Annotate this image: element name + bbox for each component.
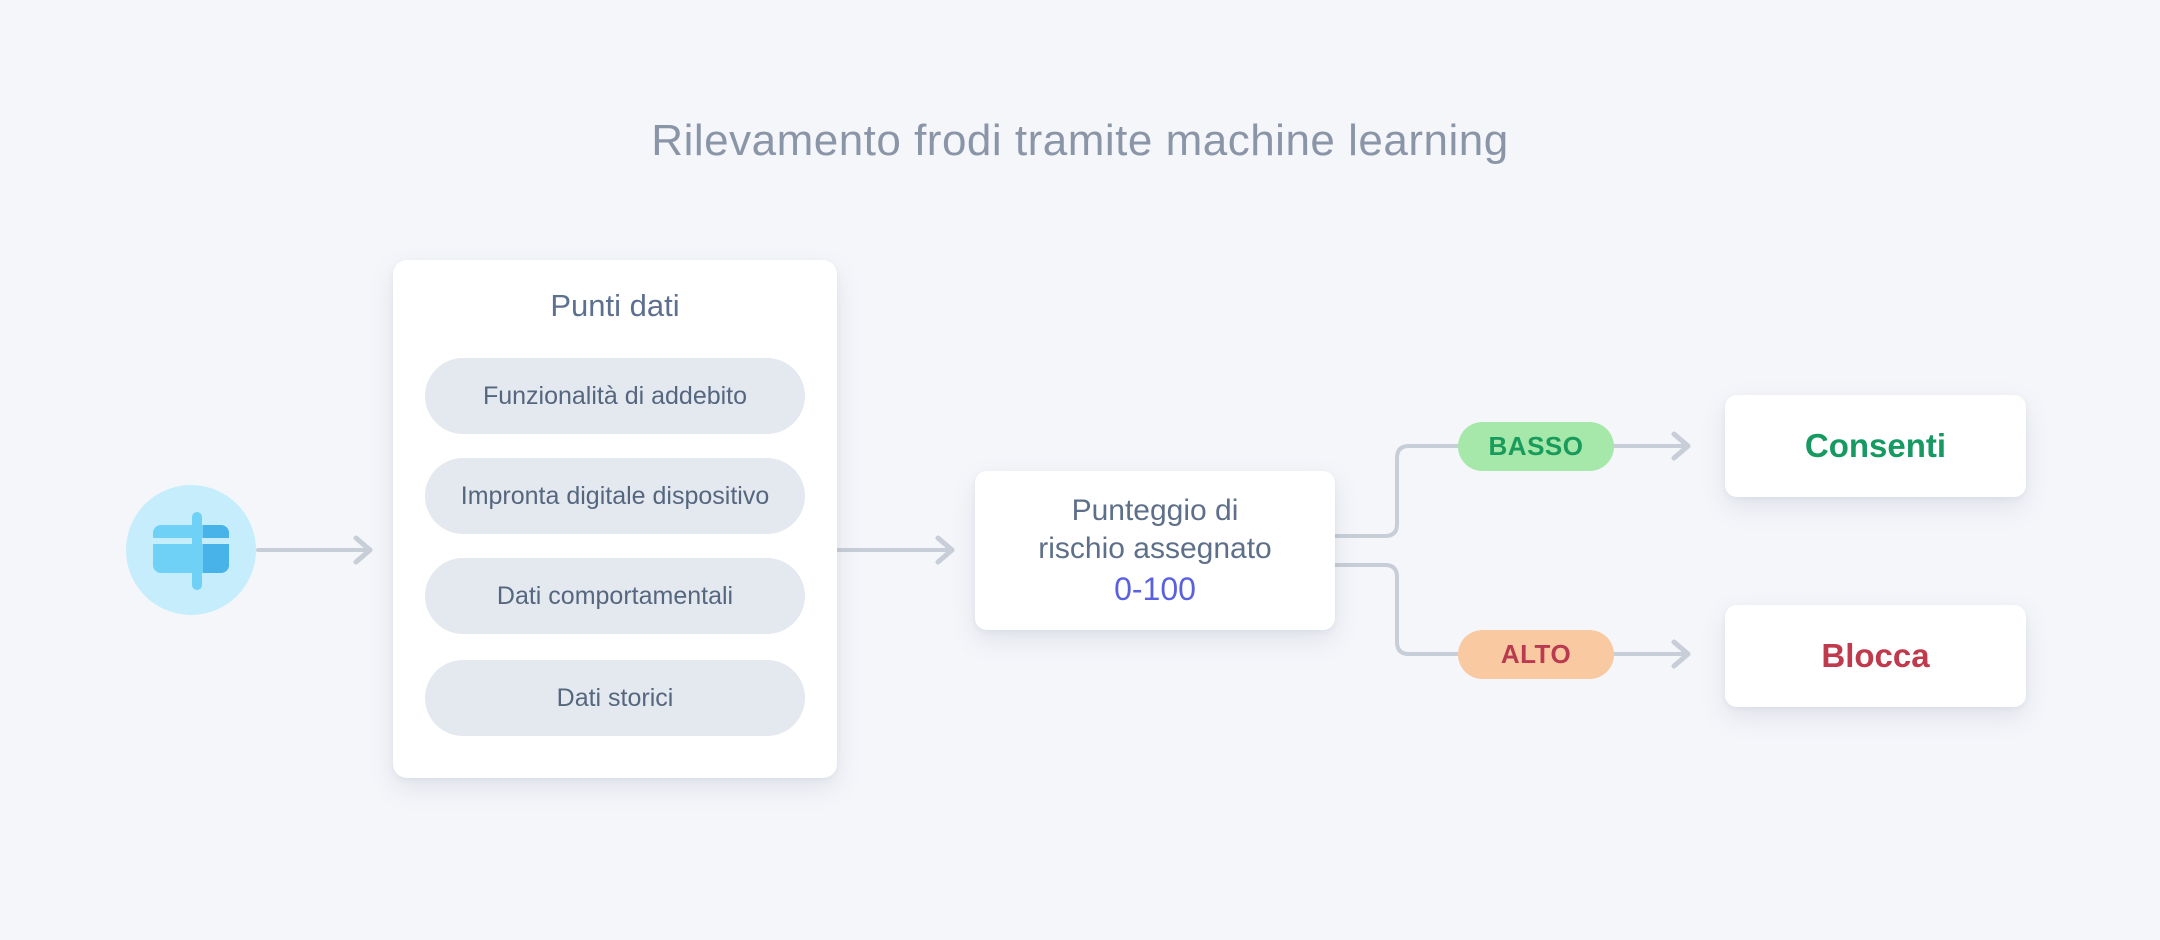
risk-score-range: 0-100 (1114, 570, 1196, 607)
risk-score-label-line2: rischio assegnato (1038, 531, 1272, 565)
arrowhead-low-to-allow (1671, 431, 1691, 461)
arrowhead-high-to-block (1671, 639, 1691, 669)
high-risk-pill: ALTO (1458, 630, 1614, 679)
risk-score-label-line1: Punteggio di (1071, 493, 1239, 527)
datapoint-pill-historical-data: Dati storici (425, 660, 805, 736)
credit-card-icon-stripe (152, 538, 230, 544)
block-result-card: Blocca (1725, 605, 2026, 707)
datapoints-card: Punti dati Funzionalità di addebito Impr… (393, 260, 837, 778)
risk-score-card: Punteggio di rischio assegnato 0-100 (975, 471, 1335, 630)
branch-line-high (1333, 563, 1460, 656)
allow-result-card: Consenti (1725, 395, 2026, 497)
low-risk-pill: BASSO (1458, 422, 1614, 471)
branch-line-low (1333, 444, 1460, 538)
credit-card-icon-bar (192, 512, 202, 590)
credit-card-icon (152, 525, 230, 573)
datapoint-pill-behavioral-data: Dati comportamentali (425, 558, 805, 634)
arrowhead-source-to-datapoints (353, 535, 373, 565)
diagram-title: Rilevamento frodi tramite machine learni… (651, 116, 1509, 165)
credit-card-icon-dark-half (203, 525, 229, 573)
datapoint-pill-charge-features: Funzionalità di addebito (425, 358, 805, 434)
datapoints-card-title: Punti dati (550, 288, 680, 323)
arrowhead-datapoints-to-score (935, 535, 955, 565)
transaction-source-badge (126, 485, 256, 615)
datapoint-pill-device-fingerprint: Impronta digitale dispositivo (425, 458, 805, 534)
